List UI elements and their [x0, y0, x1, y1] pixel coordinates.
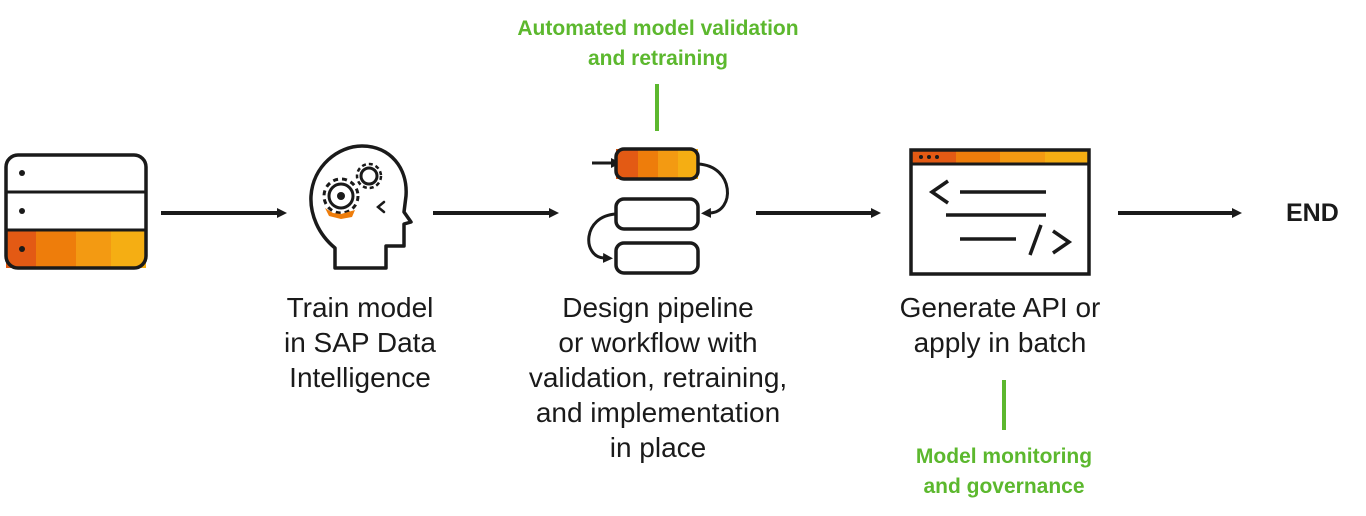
brain-gears-icon	[309, 144, 413, 270]
end-label: END	[1286, 199, 1339, 227]
database-icon	[4, 153, 148, 270]
step-label-line: in place	[609, 432, 707, 463]
annotation-top-line-2: and retraining	[587, 47, 729, 70]
annotation-top-line-1: Automated model validation	[517, 17, 799, 40]
annotation-bottom-line-1: Model monitoring	[915, 445, 1093, 468]
pipeline-icon	[587, 84, 729, 275]
step-label-line: apply in batch	[913, 327, 1087, 358]
step-label-line: validation, retraining,	[528, 362, 788, 393]
annotation-bottom: Model monitoring and governance	[864, 442, 1144, 502]
step-label-line: and implementation	[535, 397, 781, 428]
annotation-top: Automated model validation and retrainin…	[478, 14, 838, 74]
step-label-line: Intelligence	[289, 362, 431, 393]
step-label-train: Train model in SAP Data Intelligence	[250, 290, 470, 395]
code-window-icon	[909, 148, 1091, 276]
annotation-bottom-line-2: and governance	[923, 475, 1085, 498]
step-label-line: Generate API or	[899, 292, 1101, 323]
step-label-line: Design pipeline	[562, 292, 754, 323]
step-label-api: Generate API or apply in batch	[870, 290, 1130, 360]
step-label-line: Train model	[286, 292, 434, 323]
step-label-line: in SAP Data	[283, 327, 437, 358]
step-label-line: or workflow with	[558, 327, 758, 358]
step-label-pipeline: Design pipeline or workflow with validat…	[508, 290, 808, 465]
